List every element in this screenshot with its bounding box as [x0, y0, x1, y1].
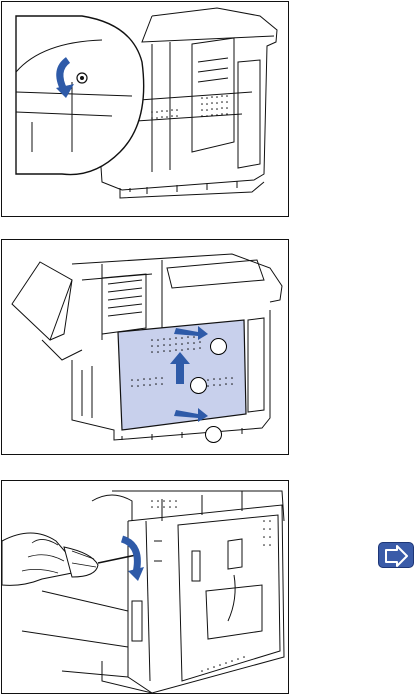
step-2-illustration: [1, 239, 289, 455]
printer-side-panel-drawing: [2, 240, 289, 455]
callout-1: [210, 338, 227, 355]
hand: [2, 533, 74, 585]
controller-screw-drawing: [2, 481, 289, 694]
printer-rear-view-drawing: [2, 2, 289, 217]
arrow-right-icon: [383, 545, 411, 567]
callout-2: [190, 377, 207, 394]
step-1-illustration: [1, 1, 289, 217]
next-page-button[interactable]: [378, 542, 414, 568]
step-3-illustration: [1, 480, 289, 694]
callout-3: [205, 426, 222, 443]
